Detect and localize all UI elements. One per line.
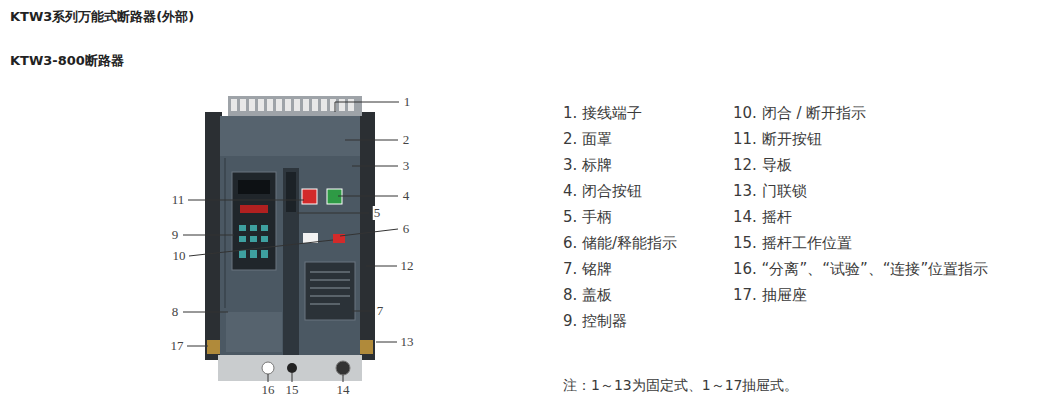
callout-number: 3 [402, 159, 411, 173]
callout-number: 4 [402, 189, 411, 203]
part-list-item: 6. 储能/释能指示 [563, 234, 677, 252]
part-list-item: 17. 抽屉座 [733, 286, 807, 304]
controller [232, 172, 276, 270]
part-list-item: 14. 摇杆 [733, 208, 792, 226]
body-edge [224, 158, 226, 308]
position-indicator [262, 362, 274, 374]
callout-number: 14 [336, 383, 351, 397]
page-title: KTW3系列万能式断路器(外部) [10, 8, 194, 26]
controller-screen [238, 180, 270, 194]
part-list-item: 10. 闭合 / 断开指示 [733, 104, 866, 122]
part-list-item: 1. 接线端子 [563, 104, 642, 122]
part-list-item: 4. 闭合按钮 [563, 182, 642, 200]
part-list-item: 9. 控制器 [563, 312, 627, 330]
callout-number: 16 [261, 383, 276, 397]
breaker-body [220, 116, 360, 356]
callout-number: 5 [373, 206, 382, 220]
callout-number: 13 [400, 335, 415, 349]
nameplate [305, 262, 355, 320]
part-list-item: 7. 铭牌 [563, 260, 612, 278]
crank-position [287, 363, 297, 373]
callout-number: 15 [285, 383, 300, 397]
terminal-screws [231, 99, 354, 111]
callout-number: 17 [170, 339, 185, 353]
callout-number: 1 [403, 95, 412, 109]
callout-number: 2 [402, 133, 411, 147]
leader-lines [183, 102, 399, 382]
open-button [302, 189, 317, 204]
part-list-item: 3. 标牌 [563, 156, 612, 174]
crank-socket [336, 361, 350, 375]
rail-bracket [360, 340, 373, 354]
callout-number: 11 [171, 193, 186, 207]
part-list-item: 13. 门联锁 [733, 182, 807, 200]
part-list-item: 12. 导板 [733, 156, 792, 174]
subtitle: KTW3-800断路器 [10, 52, 124, 70]
part-list-item: 8. 盖板 [563, 286, 612, 304]
side-rail [205, 112, 222, 360]
controller-display [240, 205, 268, 213]
part-list-item: 5. 手柄 [563, 208, 612, 226]
callout-number: 6 [402, 222, 411, 236]
callout-number: 10 [172, 249, 187, 263]
callout-number: 12 [400, 259, 415, 273]
part-list-item: 16. “分离”、“试验”、“连接”位置指示 [733, 260, 988, 278]
rail-bracket [207, 340, 220, 354]
footnote: 注：1～13为固定式、1～17抽屉式。 [563, 377, 798, 395]
controller-keys [239, 225, 268, 258]
callout-number: 9 [171, 228, 180, 242]
cover-plate [226, 312, 282, 352]
side-rail [358, 112, 375, 360]
callout-number: 7 [376, 304, 385, 318]
part-list-item: 15. 摇杆工作位置 [733, 234, 852, 252]
terminal-block [228, 96, 362, 116]
drawer-base [218, 355, 362, 381]
callout-number: 8 [171, 305, 180, 319]
nameplate-lines [310, 272, 350, 304]
handle [286, 172, 296, 212]
handle-slot [283, 168, 299, 356]
part-list-item: 2. 面罩 [563, 130, 612, 148]
part-list-item: 11. 断开按钮 [733, 130, 822, 148]
face-cover [220, 116, 360, 156]
